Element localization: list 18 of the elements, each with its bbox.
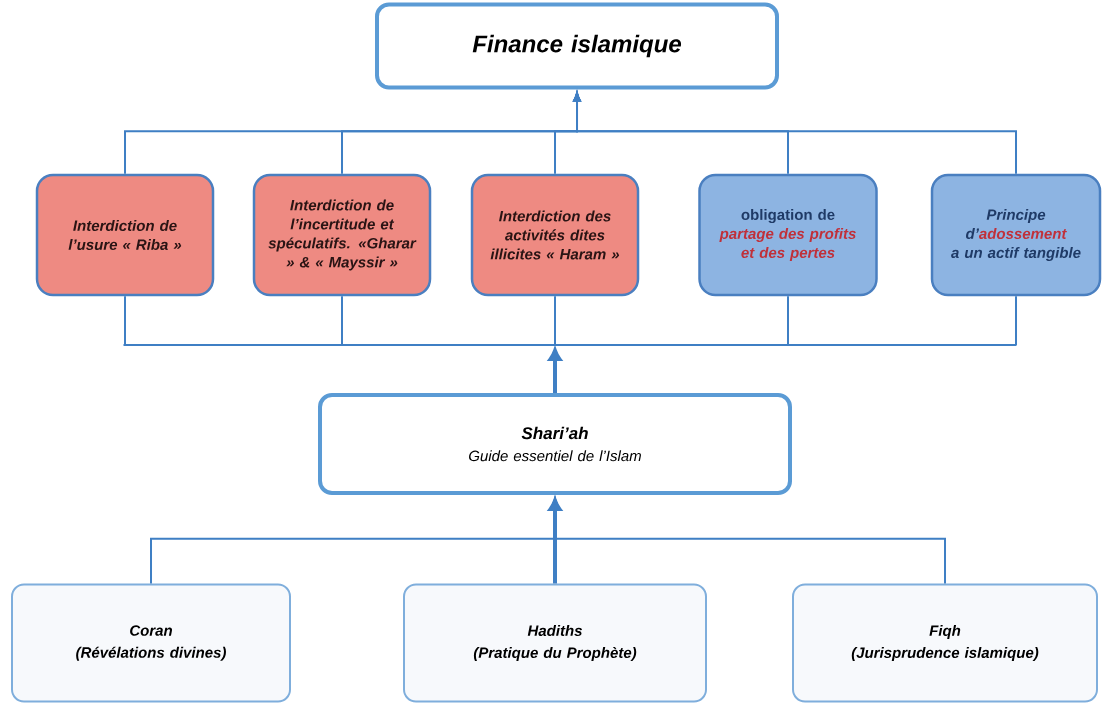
connector-arrow: [551, 498, 946, 585]
definition-box: Shari’ah Guide essentiel de l’Islam: [318, 393, 792, 495]
connector-line: [548, 348, 562, 393]
source-box: Coran (Révélations divines): [11, 583, 291, 703]
title-box: Finance islamique: [375, 2, 779, 90]
principle-box: Interdiction de l’incertitude et spéculatifs. «Gharar » & « Mayssir »: [252, 173, 432, 297]
connector-line: [554, 295, 556, 346]
principle-box: obligation de partage des profits et des pertes: [698, 173, 878, 297]
connector-line: [124, 295, 126, 346]
source-box: Fiqh (Jurisprudence islamique): [792, 583, 1098, 703]
source-box: Hadiths (Pratique du Prophète): [403, 583, 707, 703]
connector-arrow: [573, 92, 1017, 175]
principle-box: Principe d’adossement a un actif tangible: [930, 173, 1102, 297]
connector-line: [1015, 295, 1017, 346]
principle-box: Interdiction de l’usure « Riba »: [35, 173, 215, 297]
connector-line: [341, 295, 343, 346]
principle-box: Interdiction des activités dites illicites « Haram »: [470, 173, 640, 297]
connector-line: [787, 295, 789, 346]
